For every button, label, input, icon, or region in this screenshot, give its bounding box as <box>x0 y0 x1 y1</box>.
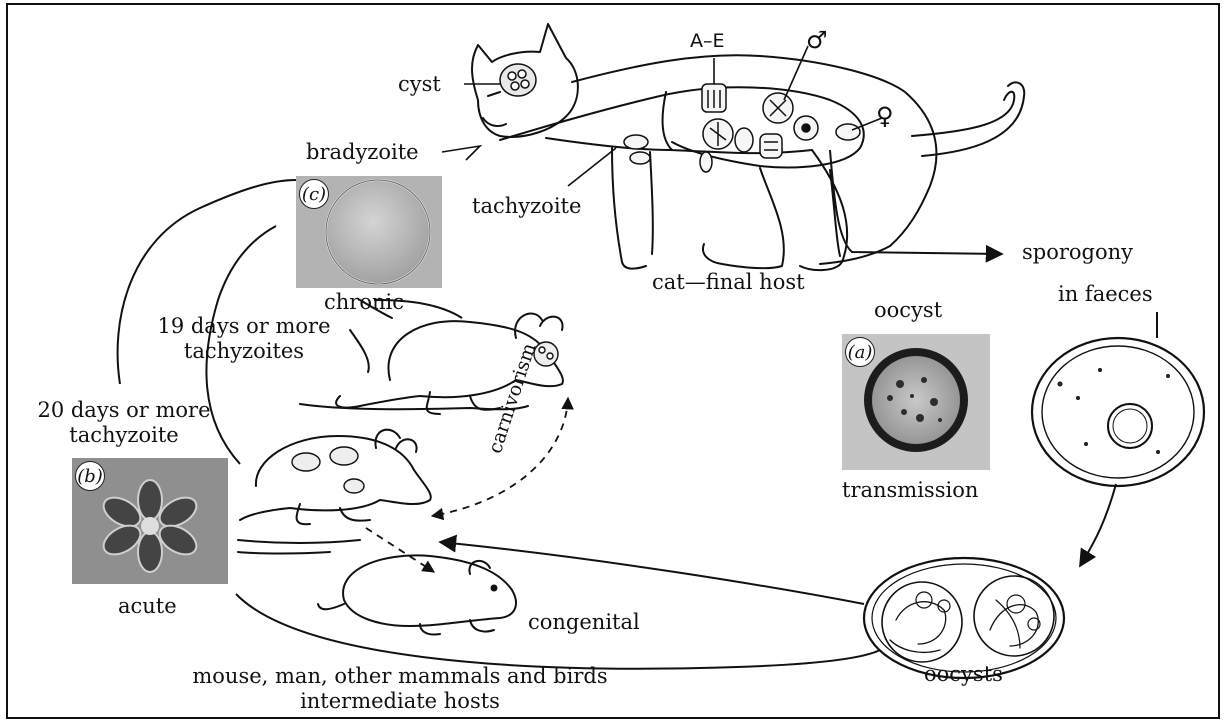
label-acute: acute <box>118 596 177 617</box>
label-tachyzoite: tachyzoite <box>472 196 581 217</box>
label-bradyzoite: bradyzoite <box>306 142 419 163</box>
photo-panel-b: (b) <box>72 458 228 584</box>
label-transmission: transmission <box>842 480 978 501</box>
label-oocysts: oocysts <box>924 664 1003 685</box>
label-sporogony: sporogony <box>1022 242 1133 263</box>
label-hosts-line1: mouse, man, other mammals and birds <box>130 666 670 687</box>
label-19-days-line2: tachyzoites <box>124 341 364 362</box>
mouse-congenital-illustration <box>318 555 516 634</box>
label-oocyst: oocyst <box>874 300 942 321</box>
photo-panel-c: (c) <box>296 176 442 288</box>
photo-panel-a: (a) <box>842 334 990 470</box>
label-20-days: 20 days or more tachyzoite <box>14 400 234 446</box>
label-chronic: chronic <box>324 292 404 313</box>
label-congenital: congenital <box>528 612 640 633</box>
label-20-days-line1: 20 days or more <box>14 400 234 421</box>
mouse-acute-illustration <box>238 430 431 554</box>
arrow-faeces-to-oocysts <box>1080 484 1116 566</box>
label-20-days-line2: tachyzoite <box>14 425 234 446</box>
female-symbol: ♀ <box>876 104 894 128</box>
label-cyst: cyst <box>398 74 441 95</box>
label-cat-final-host: cat—final host <box>652 272 805 293</box>
label-19-days-line1: 19 days or more <box>124 316 364 337</box>
sporulated-oocysts <box>864 558 1064 678</box>
label-19-days: 19 days or more tachyzoites <box>124 316 364 362</box>
label-ae: A–E <box>690 32 725 51</box>
arrow-oocysts-to-mouse <box>440 542 864 604</box>
male-symbol: ♂ <box>806 28 828 52</box>
panel-a-label: (a) <box>845 337 875 367</box>
oocyst-in-faeces <box>1032 312 1204 486</box>
label-hosts-line2: intermediate hosts <box>130 691 670 712</box>
panel-b-label: (b) <box>75 461 105 491</box>
label-in-faeces: in faeces <box>1058 284 1153 305</box>
arrow-cat-to-sporogony <box>830 150 1002 254</box>
arrow-congenital <box>366 528 434 572</box>
label-hosts: mouse, man, other mammals and birds inte… <box>130 666 670 712</box>
mouse-acute-organs <box>292 447 364 493</box>
panel-c-label: (c) <box>299 179 329 209</box>
cat-brain-cyst <box>500 64 536 96</box>
